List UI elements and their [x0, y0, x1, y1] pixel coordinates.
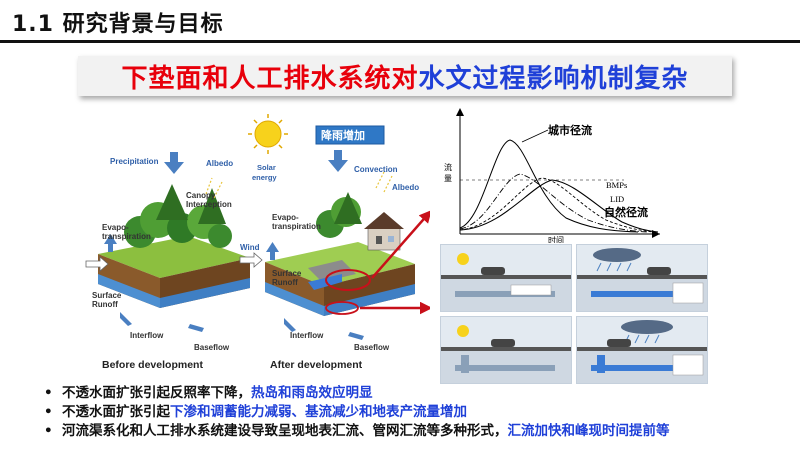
- sun-icon: [248, 114, 288, 154]
- surface-label-2: Runoff: [92, 300, 118, 309]
- surface-label-1: Surface: [92, 291, 122, 300]
- bullet-2-highlight: 下渗和调蓄能力减弱、基流减少和地表产流量增加: [170, 404, 467, 420]
- albedo-label-right: Albedo: [392, 183, 419, 192]
- natural-runoff-label: 自然径流: [604, 205, 648, 219]
- headline-part-red: 下垫面和人工排水系统对: [121, 58, 418, 95]
- y-label-2: 量: [444, 174, 452, 183]
- albedo-label-left: Albedo: [206, 159, 233, 168]
- urban-runoff-label: 城市径流: [548, 123, 592, 137]
- bullet-list: •不透水面扩张引起反照率下降，热岛和雨岛效应明显 •不透水面扩张引起下渗和调蓄能…: [44, 384, 794, 441]
- bmps-label: BMPs: [606, 180, 627, 190]
- after-caption: After development: [270, 359, 363, 371]
- x-label: 时间: [548, 235, 564, 243]
- bullet-item-2: •不透水面扩张引起下渗和调蓄能力减弱、基流减少和地表产流量增加: [44, 403, 794, 422]
- convection-label: Convection: [354, 165, 398, 174]
- schematic-panel-4: [576, 316, 708, 384]
- canopy-label-1: Canopy: [186, 191, 216, 200]
- bullet-3-plain: 河流渠系化和人工排水系统建设导致呈现地表汇流、管网汇流等多种形式，: [62, 423, 508, 439]
- drainage-schematic: [440, 244, 708, 384]
- bullet-item-3: •河流渠系化和人工排水系统建设导致呈现地表汇流、管网汇流等多种形式，汇流加快和峰…: [44, 422, 794, 441]
- hydrology-diagram: Solar energy: [80, 112, 430, 380]
- solar-label-2: energy: [252, 173, 277, 182]
- interflow-label-left: Interflow: [130, 331, 164, 340]
- schematic-panel-2: [576, 244, 708, 312]
- baseflow-label-left: Baseflow: [194, 343, 230, 352]
- precipitation-label: Precipitation: [110, 157, 159, 166]
- bullet-1-plain: 不透水面扩张引起反照率下降，: [62, 385, 251, 401]
- before-caption: Before development: [102, 359, 203, 371]
- bullet-1-highlight: 热岛和雨岛效应明显: [251, 385, 373, 401]
- bullet-item-1: •不透水面扩张引起反照率下降，热岛和雨岛效应明显: [44, 384, 794, 403]
- rain-increase-label: 降雨增加: [321, 128, 365, 142]
- surface-label-right-1: Surface: [272, 269, 302, 278]
- hydrograph: 城市径流 流 量 BMPs LID 自然径流 时间: [438, 108, 666, 243]
- bullet-2-plain: 不透水面扩张引起: [62, 404, 170, 420]
- bullet-3-highlight: 汇流加快和峰现时间提前等: [508, 423, 670, 439]
- schematic-panel-1: [440, 244, 572, 312]
- interflow-label-right: Interflow: [290, 331, 324, 340]
- baseflow-label-right: Baseflow: [354, 343, 390, 352]
- evapo-label-1: Evapo-: [102, 223, 129, 232]
- solar-label-1: Solar: [257, 163, 276, 172]
- evapo-label-right-2: transpiration: [272, 222, 321, 231]
- headline-part-blue: 水文过程影响机制复杂: [419, 58, 689, 95]
- surface-label-right-2: Runoff: [272, 278, 298, 287]
- lid-label: LID: [610, 194, 624, 204]
- evapo-label-2: transpiration: [102, 232, 151, 241]
- canopy-label-2: Interception: [186, 200, 232, 209]
- title-rule: [0, 40, 800, 43]
- schematic-panel-3: [440, 316, 572, 384]
- section-title: 1.1 研究背景与目标: [12, 6, 224, 38]
- y-label-1: 流: [444, 162, 452, 172]
- headline-box: 下垫面和人工排水系统对水文过程影响机制复杂: [78, 56, 732, 96]
- house-icon: [364, 212, 404, 250]
- albedo-arrows: [206, 172, 392, 198]
- evapo-label-right-1: Evapo-: [272, 213, 299, 222]
- wind-label: Wind: [240, 243, 260, 252]
